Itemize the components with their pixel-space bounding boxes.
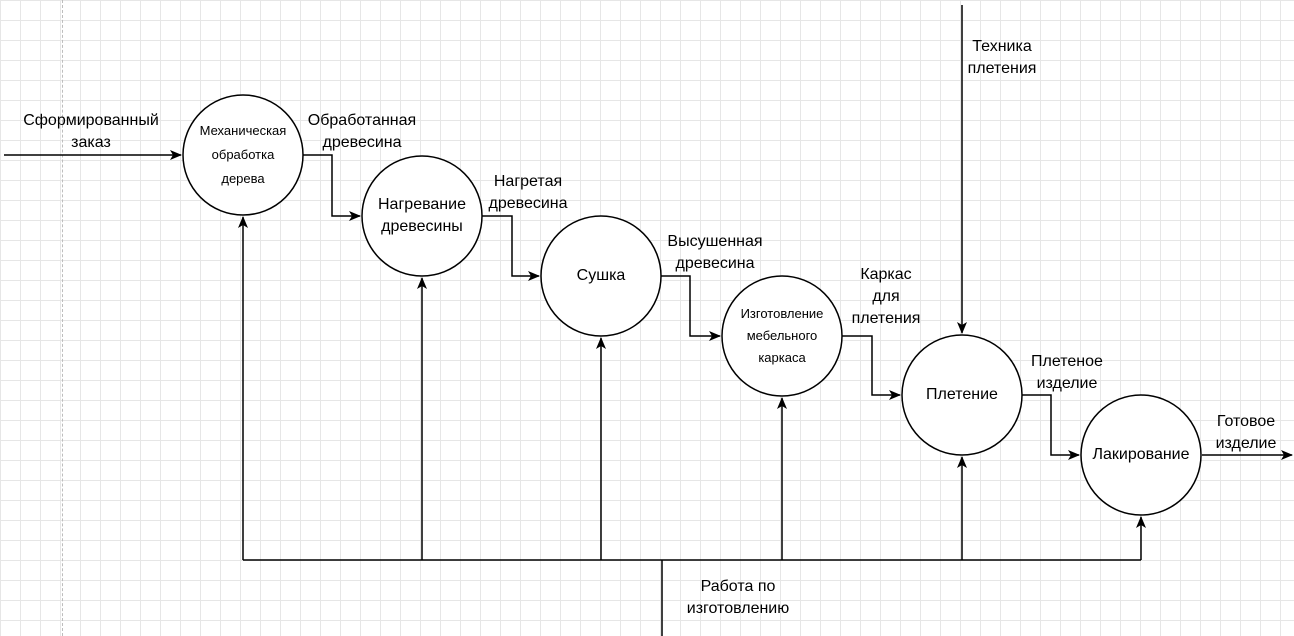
flow-input-label: Сформированный заказ bbox=[23, 112, 159, 151]
flow-woven-label: Плетеное изделие bbox=[1031, 353, 1103, 392]
flow-processed-label: Обработанная древесина bbox=[307, 112, 417, 151]
arrow-weave-to-lacquer[interactable] bbox=[1022, 394, 1080, 460]
page-guide-line bbox=[62, 0, 63, 636]
node-heat-label: Нагревание древесины bbox=[378, 196, 466, 235]
arrow-frame-to-weave[interactable] bbox=[842, 335, 901, 400]
flow-heated-label: Нагретая древесина bbox=[488, 173, 568, 212]
flow-dried-label: Высушенная древесина bbox=[667, 233, 763, 272]
flow-technique-label: Техника плетения bbox=[967, 38, 1037, 77]
arrow-mech-to-heat[interactable] bbox=[303, 154, 361, 221]
arrow-dry-to-frame[interactable] bbox=[661, 275, 721, 341]
flow-work-label: Работа по изготовлению bbox=[686, 578, 790, 617]
flow-frame-label: Каркас для плетения bbox=[851, 266, 921, 327]
node-mech-label: Механическая обработка дерева bbox=[199, 123, 287, 186]
node-lacquer-circle[interactable] bbox=[1080, 394, 1202, 516]
node-frame-label: Изготовление мебельного каркаса bbox=[740, 306, 824, 365]
flow-output-label: Готовое изделие bbox=[1215, 413, 1277, 452]
node-lacquer-label: Лакирование bbox=[1092, 446, 1190, 463]
node-dry-label: Сушка bbox=[576, 267, 626, 284]
arrow-heat-to-dry[interactable] bbox=[482, 215, 540, 281]
node-weave-label: Плетение bbox=[926, 386, 998, 403]
